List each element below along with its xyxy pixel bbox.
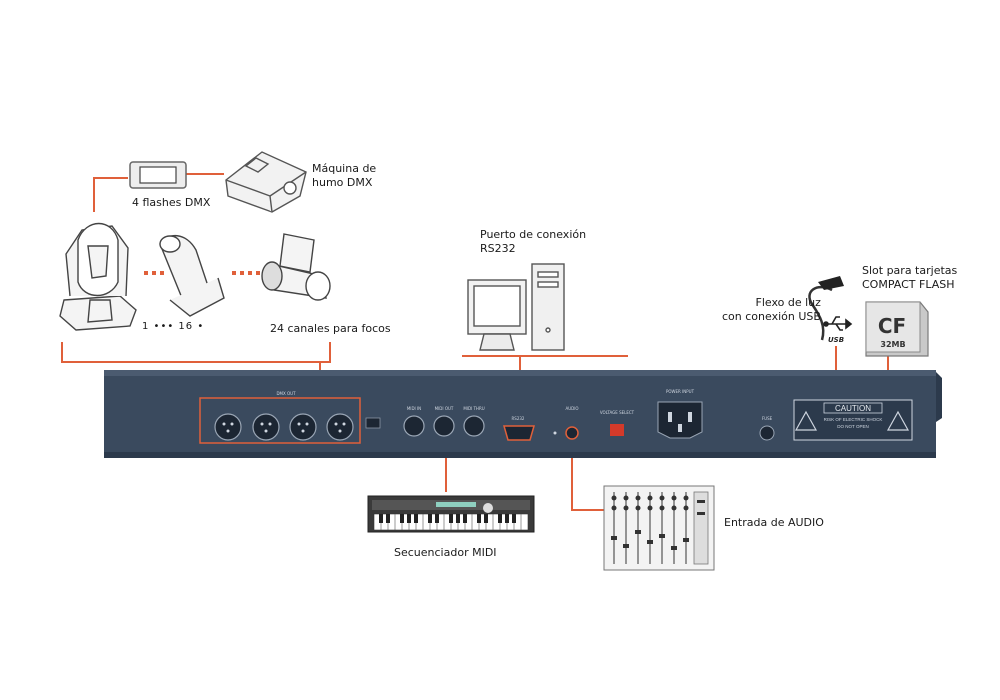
panel-voltage-label: VOLTAGE SELECT — [600, 410, 635, 415]
panel-midi-out-label: MIDI OUT — [435, 406, 454, 411]
midi-keyboard-icon — [367, 495, 535, 533]
label-usb-lamp-line1: Flexo de luz — [755, 296, 821, 309]
label-cf-slot-line2: COMPACT FLASH — [862, 278, 955, 291]
label-cf-slot-line1: Slot para tarjetas — [862, 264, 958, 277]
dmx-xlr-connectors — [214, 413, 354, 441]
label-rs232-port: Puerto de conexión RS232 — [480, 228, 586, 256]
label-audio-input: Entrada de AUDIO — [724, 516, 824, 529]
cf-capacity: 32MB — [880, 340, 905, 349]
connection-lines — [61, 173, 889, 511]
power-socket — [657, 401, 703, 439]
label-fixture-range: 1 ••• 16 • — [142, 321, 205, 332]
panel-dmx-label: DMX OUT — [276, 391, 296, 396]
rs232-port — [503, 425, 535, 441]
label-dmx-flashes: 4 flashes DMX — [132, 196, 211, 209]
panel-power-label: POWER INPUT — [666, 389, 695, 394]
smoke-machine-icon — [225, 151, 307, 213]
moving-head-fixture-icon — [59, 223, 137, 331]
cf-label: CF — [878, 314, 906, 338]
label-cf-slot: Slot para tarjetas COMPACT FLASH — [862, 264, 957, 292]
panel-audio-label: AUDIO — [565, 406, 578, 411]
compact-flash-card-icon: CF 32MB — [865, 301, 929, 357]
label-rs232-line2: RS232 — [480, 242, 516, 255]
scanner-fixture-icon — [159, 235, 225, 317]
caution-plate: CAUTION RISK OF ELECTRIC SHOCK DO NOT OP… — [793, 399, 913, 441]
audio-jack — [565, 426, 579, 440]
caution-title: CAUTION — [835, 404, 871, 413]
rack-panel: DMX OUT MIDI IN MIDI OUT MIDI THRU RS232 — [104, 370, 942, 458]
usb-symbol-icon — [823, 316, 853, 331]
dmx-flash-icon — [129, 161, 187, 189]
voltage-switch — [610, 424, 624, 436]
usb-text: USB — [828, 336, 844, 344]
panel-fuse-label: FUSE — [762, 416, 773, 421]
label-smoke-machine: Máquina de humo DMX — [312, 162, 376, 190]
computer-icon — [467, 263, 565, 351]
audio-mixer-icon — [603, 485, 715, 571]
panel-midi-thru-label: MIDI THRU — [463, 406, 484, 411]
label-smoke-line2: humo DMX — [312, 176, 373, 189]
label-usb-lamp: Flexo de luz con conexión USB — [722, 296, 821, 324]
label-fixture-channels: 24 canales para focos — [270, 322, 391, 335]
label-rs232-line1: Puerto de conexión — [480, 228, 587, 241]
panel-midi-in-label: MIDI IN — [407, 406, 421, 411]
caution-line2: DO NOT OPEN — [837, 424, 868, 429]
fixture-dots — [144, 271, 260, 275]
panel-rs232-label: RS232 — [512, 416, 525, 421]
midi-din-connectors — [403, 415, 485, 437]
fuse-holder — [759, 425, 775, 441]
par-fixture-icon — [261, 233, 331, 301]
label-smoke-line1: Máquina de — [312, 162, 377, 175]
label-midi-sequencer: Secuenciador MIDI — [394, 546, 497, 559]
caution-line1: RISK OF ELECTRIC SHOCK — [824, 417, 883, 422]
usb-lamp-icon: USB — [808, 276, 853, 344]
label-usb-lamp-line2: con conexión USB — [722, 310, 821, 323]
